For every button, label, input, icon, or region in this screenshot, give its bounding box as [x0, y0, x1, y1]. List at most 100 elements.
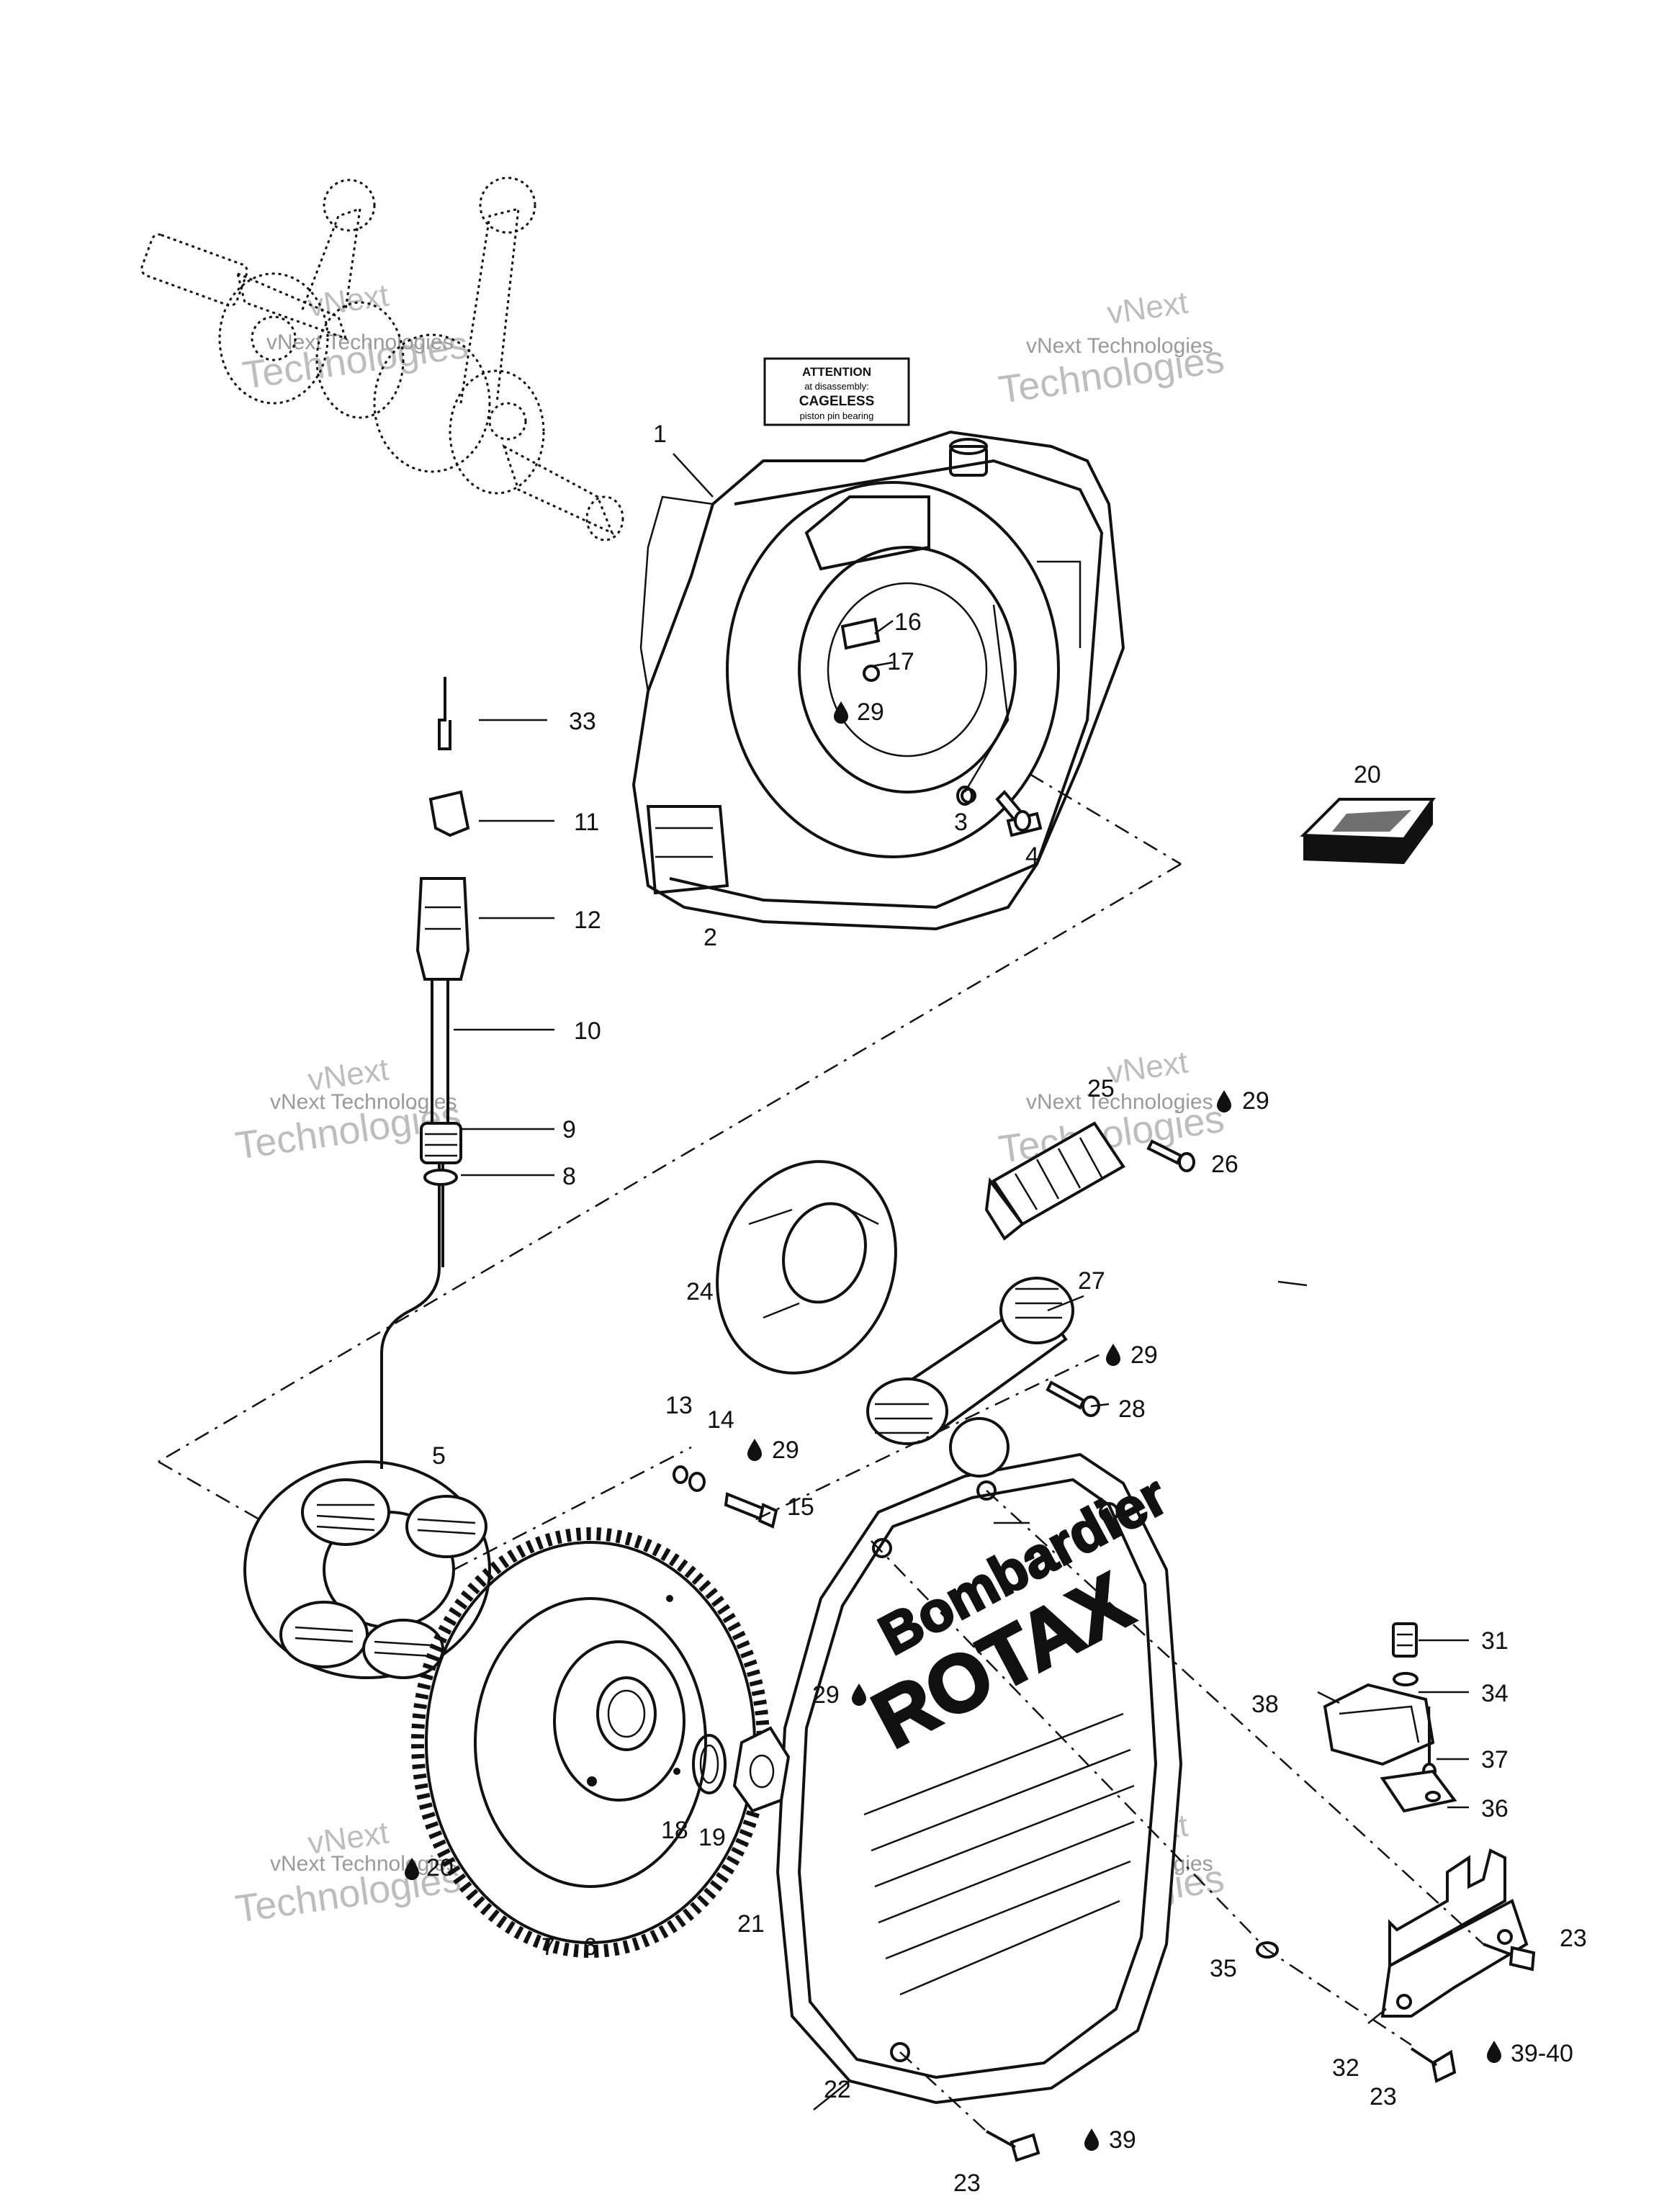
watermark-top-left: vNext Technologies vNext Technologies — [240, 278, 471, 397]
assembly-lines — [158, 773, 1484, 2132]
screw-part-23-lower — [1410, 2047, 1457, 2083]
nut-part-19 — [732, 1726, 791, 1813]
stator — [243, 1460, 491, 1679]
watermark-text: vNext — [306, 278, 391, 324]
hardware-13-14-15 — [673, 1465, 778, 1529]
callout-27: 27 — [1078, 1267, 1105, 1295]
callout-13: 13 — [665, 1392, 693, 1419]
callout-29-coil: 29 — [1242, 1087, 1269, 1115]
callout-29-cover: 29 — [812, 1681, 840, 1709]
attention-label-line1: ATTENTION — [802, 365, 871, 379]
oil-drop-icon — [1217, 1090, 1231, 1112]
callout-19: 19 — [698, 1824, 726, 1851]
callout-34: 34 — [1481, 1680, 1509, 1707]
grommet-part-8 — [423, 1169, 458, 1186]
callout-39-40: 39-40 — [1511, 2040, 1573, 2067]
callout-10: 10 — [574, 1017, 601, 1045]
callout-38: 38 — [1251, 1691, 1279, 1718]
oil-drop-icon — [1487, 2041, 1501, 2063]
oil-drop-icon — [1084, 2128, 1099, 2151]
coil-part-25 — [984, 1121, 1125, 1241]
callout-23-right: 23 — [1560, 1925, 1587, 1952]
callout-15: 15 — [787, 1493, 814, 1521]
callout-26: 26 — [1211, 1151, 1238, 1178]
flywheel — [411, 1527, 770, 1958]
callout-31: 31 — [1481, 1627, 1509, 1655]
washer-part-34 — [1393, 1672, 1419, 1686]
callout-18: 18 — [661, 1817, 688, 1844]
callout-numbers: 1 2 3 4 5 6 7 8 9 10 11 12 13 14 15 16 1… — [426, 421, 1587, 2197]
bracket-part-38 — [1323, 1683, 1435, 1766]
screw-part-31 — [1392, 1622, 1418, 1658]
callout-37: 37 — [1481, 1746, 1509, 1773]
pad-part-20 — [1300, 798, 1436, 864]
attention-label: ATTENTION at disassembly: CAGELESS pisto… — [763, 357, 910, 426]
callout-3: 3 — [954, 809, 968, 836]
watermark-top-right: vNext Technologies vNext Technologies — [996, 285, 1227, 412]
callout-9: 9 — [562, 1116, 576, 1143]
oil-drop-icon — [747, 1439, 762, 1461]
callout-8: 8 — [562, 1163, 576, 1190]
callout-6: 6 — [583, 1933, 597, 1961]
magneto-housing — [631, 430, 1125, 931]
screw-part-23-bottom — [986, 2130, 1040, 2162]
callout-20b: 20 — [426, 1854, 454, 1881]
watermark-text: vNext — [1105, 285, 1190, 331]
callout-21: 21 — [737, 1910, 765, 1938]
callout-35: 35 — [1210, 1955, 1237, 1982]
crankshaft-reference — [140, 176, 624, 541]
callout-7: 7 — [541, 1933, 555, 1961]
callout-14: 14 — [707, 1406, 734, 1434]
oil-drop-icon — [1106, 1344, 1120, 1366]
screw-part-28 — [1046, 1380, 1100, 1417]
callout-5: 5 — [432, 1442, 446, 1470]
callout-25: 25 — [1087, 1075, 1115, 1102]
attention-label-line2: at disassembly: — [804, 381, 869, 392]
watermark-text: vNext Technologies — [1026, 1090, 1213, 1114]
screw-part-23-right — [1483, 1943, 1536, 1972]
washer-part-35 — [1256, 1941, 1279, 1959]
callout-29-housing: 29 — [857, 698, 884, 726]
callout-2: 2 — [703, 924, 717, 951]
callout-1: 1 — [653, 421, 667, 448]
attention-label-line3: CAGELESS — [799, 394, 875, 409]
leader-lines — [454, 453, 1469, 2110]
callout-28: 28 — [1118, 1395, 1146, 1423]
callout-29-screw15: 29 — [772, 1437, 799, 1464]
washer-part-18 — [692, 1734, 727, 1794]
bracket-part-32 — [1380, 1848, 1529, 2018]
washer-part-3 — [956, 786, 974, 806]
callout-12: 12 — [574, 907, 601, 934]
callout-32: 32 — [1332, 2054, 1359, 2082]
wiring-harness — [380, 677, 470, 1469]
callout-23-bottom: 23 — [953, 2170, 981, 2197]
magneto-cover: Bombardier ROTAX — [775, 1452, 1183, 2105]
ring-plate-part-24 — [716, 1160, 897, 1375]
watermark-text: vNext Technologies — [270, 1090, 457, 1114]
callout-20: 20 — [1354, 761, 1381, 788]
callout-17: 17 — [887, 648, 914, 675]
callout-29-screw28: 29 — [1130, 1341, 1158, 1369]
callout-22: 22 — [824, 2076, 851, 2103]
callout-33: 33 — [569, 708, 596, 735]
callout-16: 16 — [894, 608, 922, 636]
callout-39: 39 — [1109, 2126, 1136, 2154]
connector-part-11 — [428, 790, 470, 837]
screw-part-4 — [995, 790, 1031, 832]
plate-part-36 — [1380, 1769, 1457, 1813]
callout-36: 36 — [1481, 1795, 1509, 1822]
callout-4: 4 — [1025, 842, 1039, 870]
callout-23-lower: 23 — [1370, 2083, 1397, 2110]
watermark-text: vNext Technologies — [266, 331, 454, 354]
watermark-text: vNext — [1105, 1045, 1190, 1091]
watermark-text: vNext Technologies — [1026, 334, 1213, 358]
screw-part-26 — [1146, 1139, 1195, 1172]
pin-part-33 — [438, 677, 451, 750]
coil-part-27 — [866, 1277, 1074, 1478]
grommet-part-9 — [420, 1122, 462, 1164]
callout-24: 24 — [686, 1278, 714, 1305]
attention-label-line4: piston pin bearing — [800, 410, 874, 421]
callout-11: 11 — [574, 809, 599, 836]
watermark-text: vNext Technologies — [270, 1852, 457, 1876]
